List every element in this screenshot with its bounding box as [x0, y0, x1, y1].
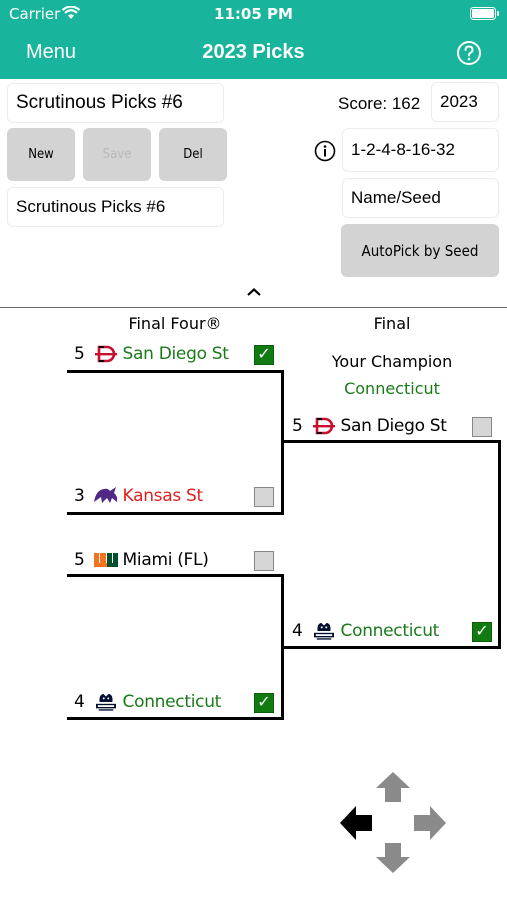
arrow-up-icon[interactable]: [375, 771, 411, 803]
team-row[interactable]: 5 Miami (FL): [74, 550, 209, 570]
question-circle-icon[interactable]: [456, 40, 482, 66]
arrow-right-icon[interactable]: [413, 805, 447, 841]
seed-label: 4: [292, 621, 303, 641]
picks-name-input[interactable]: Scrutinous Picks #6: [7, 83, 224, 123]
score-label: Score: 162: [338, 94, 421, 113]
bracket-line: [281, 440, 501, 443]
pick-checkbox[interactable]: ✓: [254, 345, 274, 365]
carrier-label: Carrier: [9, 5, 61, 23]
team-name: San Diego St: [122, 344, 229, 364]
del-button[interactable]: Del: [159, 128, 227, 181]
page-title: 2023 Picks: [202, 41, 305, 63]
picks-name-display: Scrutinous Picks #6: [7, 187, 224, 227]
clock-label: 11:05 PM: [214, 5, 293, 23]
seed-label: 5: [74, 344, 85, 364]
kstate-logo-icon: [93, 487, 117, 503]
team-row[interactable]: 4 Connecticut: [292, 621, 439, 641]
team-name: Connecticut: [122, 692, 222, 712]
bracket-line: [281, 646, 501, 649]
seed-label: 5: [292, 416, 303, 436]
team-name: Connecticut: [340, 621, 440, 641]
bracket-line: [67, 370, 284, 373]
menu-button[interactable]: Menu: [26, 41, 77, 63]
pick-checkbox[interactable]: ✓: [254, 693, 274, 713]
seed-label: 4: [74, 692, 85, 712]
team-name: Kansas St: [122, 486, 204, 506]
bracket-line: [67, 574, 284, 577]
team-row[interactable]: 5 San Diego St: [74, 344, 229, 364]
uconn-logo-icon: [313, 622, 334, 640]
sdsu-logo-icon: [312, 417, 335, 435]
pick-checkbox[interactable]: ✓: [472, 622, 492, 642]
chevron-up-icon[interactable]: [245, 286, 263, 298]
new-button[interactable]: New: [7, 128, 75, 181]
save-button[interactable]: Save: [83, 128, 151, 181]
champion-name: Connecticut: [344, 379, 440, 398]
sort-mode-field[interactable]: Name/Seed: [342, 178, 499, 218]
nav-bar: [0, 0, 507, 79]
seed-label: 3: [74, 486, 85, 506]
team-row[interactable]: 4 Connecticut: [74, 692, 221, 712]
bracket-line: [498, 440, 501, 649]
info-icon[interactable]: [314, 140, 336, 162]
pick-checkbox[interactable]: [254, 551, 274, 571]
pick-checkbox[interactable]: [472, 417, 492, 437]
pick-checkbox[interactable]: [254, 487, 274, 507]
final-four-header: Final Four®: [128, 314, 222, 333]
team-name: San Diego St: [340, 416, 447, 436]
autopick-button[interactable]: AutoPick by Seed: [341, 224, 499, 277]
year-field[interactable]: 2023: [431, 82, 499, 122]
team-row[interactable]: 5 San Diego St: [292, 416, 447, 436]
arrow-left-icon[interactable]: [339, 805, 373, 841]
final-header: Final: [373, 314, 411, 333]
team-name: Miami (FL): [122, 550, 209, 570]
uconn-logo-icon: [95, 693, 116, 711]
champion-label: Your Champion: [331, 352, 453, 371]
scoring-field[interactable]: 1-2-4-8-16-32: [342, 128, 499, 172]
miami-logo-icon: [93, 553, 118, 567]
arrow-down-icon[interactable]: [375, 842, 411, 874]
battery-icon: [470, 7, 499, 20]
wifi-icon: [62, 6, 80, 19]
team-row[interactable]: 3 Kansas St: [74, 486, 203, 506]
sdsu-logo-icon: [94, 345, 117, 363]
bracket-line: [67, 717, 284, 720]
divider: [0, 307, 507, 308]
bracket-line: [67, 512, 284, 515]
seed-label: 5: [74, 550, 85, 570]
